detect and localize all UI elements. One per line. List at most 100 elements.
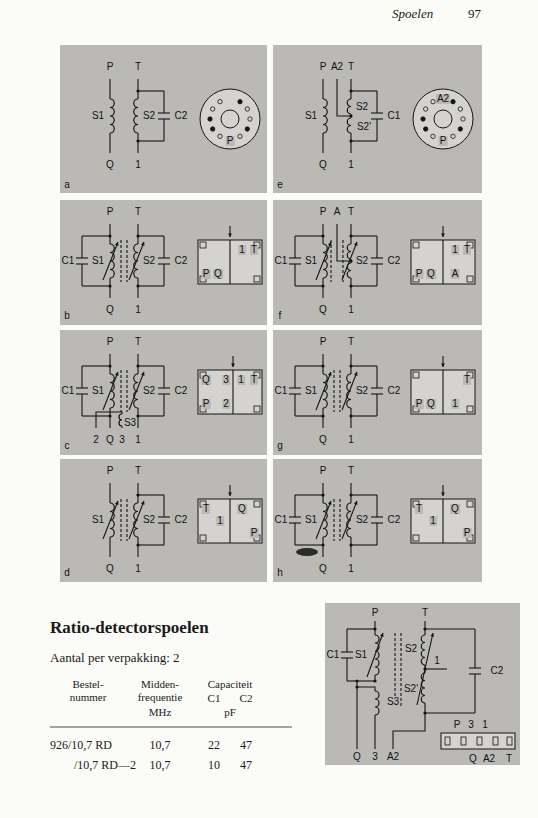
wire — [109, 133, 110, 153]
terminal-label: T — [250, 245, 258, 255]
terminal-label: Q — [450, 504, 460, 514]
terminal-label: T — [347, 62, 355, 72]
tuning-arrow — [441, 492, 445, 496]
junction — [136, 543, 139, 546]
wire — [322, 408, 323, 428]
can-outline — [198, 499, 262, 543]
wire — [322, 133, 323, 153]
junction — [321, 493, 324, 496]
terminal-label: T — [134, 337, 142, 347]
wire — [322, 278, 323, 298]
terminal-label: 1 — [134, 564, 142, 574]
wire — [76, 387, 88, 388]
junction — [349, 114, 352, 117]
terminal-label: S2 — [142, 256, 156, 266]
shield-blob — [296, 548, 318, 556]
junction — [136, 284, 139, 287]
terminal-label: T — [202, 504, 210, 514]
wire — [109, 354, 110, 374]
base-pin — [431, 134, 435, 138]
base-pin — [451, 134, 455, 138]
terminal-label: P — [453, 720, 462, 730]
schematic-panel: PTC1S1S2C2Q11TPQb — [60, 200, 267, 325]
wire — [350, 354, 351, 374]
terminal-label: S2 — [404, 644, 418, 654]
schematic-panel: PTC1S1S21C2S2'S3Q3A2P31QA2T — [325, 603, 520, 765]
junction — [349, 543, 352, 546]
table-cell: 47 — [240, 758, 252, 772]
wire — [294, 236, 295, 258]
wire — [295, 285, 323, 286]
junction — [349, 139, 352, 142]
terminal-label: C1 — [274, 515, 289, 525]
wire — [322, 224, 323, 244]
terminal-label: 1 — [429, 516, 437, 526]
wire — [295, 494, 323, 495]
section-heading: Ratio-detectorspoelen — [50, 618, 209, 638]
junction — [349, 414, 352, 417]
terminal-label: C1 — [274, 256, 289, 266]
table-cell: MHz — [149, 706, 172, 719]
junction — [136, 364, 139, 367]
panel-letter: g — [276, 441, 284, 451]
tuning-arrow — [380, 633, 384, 637]
wire — [322, 79, 323, 99]
pin-pad — [477, 737, 482, 745]
wire — [109, 537, 110, 557]
wire — [137, 354, 138, 374]
table-cell: 10,7 — [150, 758, 171, 772]
table-cell: pF — [224, 706, 236, 719]
wire — [376, 523, 377, 545]
base-pin — [451, 99, 455, 103]
terminal-label: A2 — [482, 754, 496, 764]
base-pin — [218, 134, 222, 138]
terminal-label: Q — [352, 752, 362, 762]
wire — [109, 278, 110, 298]
junction — [108, 364, 111, 367]
junction — [349, 89, 352, 92]
page-header: 97 — [468, 6, 481, 22]
terminal-label: P — [463, 528, 472, 538]
wire — [137, 537, 138, 557]
wire — [81, 236, 82, 258]
wire — [138, 285, 164, 286]
can-outline — [441, 733, 515, 749]
panel-letter: e — [276, 180, 284, 190]
base-pin — [245, 107, 249, 111]
panel-letter: d — [63, 568, 71, 578]
table-cell: 47 — [240, 738, 252, 752]
pin-pad — [200, 535, 206, 541]
coil-winding — [134, 374, 138, 408]
wire — [316, 501, 331, 539]
tuning-arrow — [328, 242, 332, 246]
coil-winding — [134, 503, 138, 537]
terminal-label: S1 — [304, 256, 318, 266]
junction — [349, 234, 352, 237]
terminal-label: T — [421, 608, 429, 618]
wire — [371, 112, 383, 113]
coil-winding — [119, 414, 122, 426]
wire — [474, 674, 475, 713]
terminal-label: Q — [237, 504, 247, 514]
wire — [137, 408, 138, 428]
terminal-label: C2 — [174, 256, 189, 266]
wire — [394, 633, 395, 707]
terminal-label: 1 — [134, 435, 142, 445]
base-pin — [210, 107, 214, 111]
wire — [350, 224, 351, 244]
terminal-label: S2' — [403, 684, 419, 694]
pin-pad — [507, 737, 512, 745]
wire — [371, 516, 383, 517]
terminal-label: C2 — [387, 515, 402, 525]
wire — [103, 242, 118, 280]
terminal-label: P — [226, 136, 235, 146]
wire — [351, 365, 377, 366]
wire — [82, 365, 110, 366]
wire — [469, 667, 481, 668]
tuning-arrow — [141, 372, 145, 376]
junction — [321, 543, 324, 546]
tuning-arrow — [430, 633, 434, 637]
terminal-label: 1 — [347, 564, 355, 574]
terminal-label: A2 — [386, 752, 400, 762]
wire — [339, 370, 340, 412]
